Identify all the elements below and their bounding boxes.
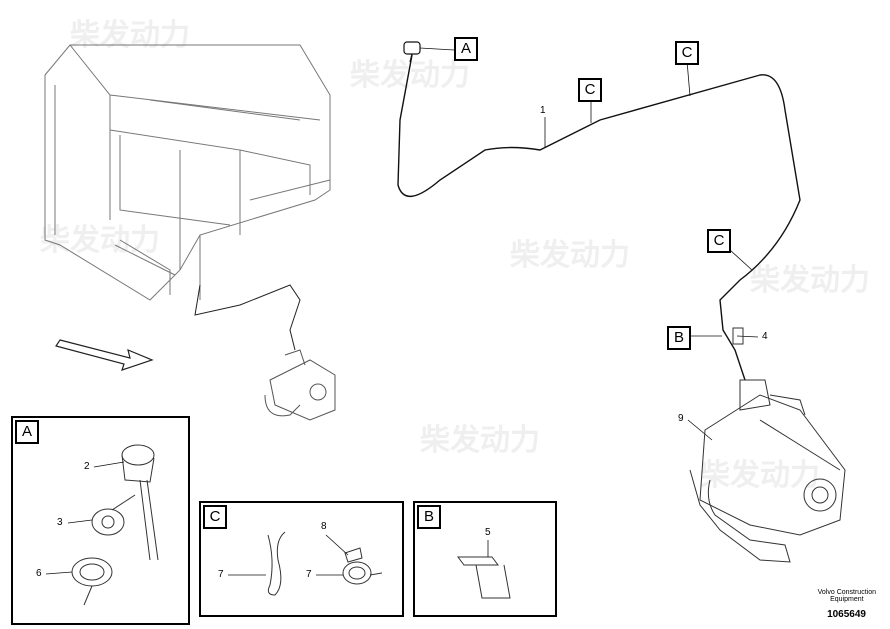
callout-b: B (667, 326, 691, 350)
part-number-3: 3 (57, 517, 63, 528)
part-number-5: 5 (485, 527, 491, 538)
detail-c-parts (267, 531, 383, 596)
svg-text:柴发动力: 柴发动力 (510, 239, 630, 272)
svg-text:柴发动力: 柴发动力 (70, 19, 190, 52)
cable-1 (397, 54, 801, 381)
part-number-1: 1 (540, 105, 546, 116)
detail-a-parts (71, 444, 159, 606)
company-line: Volvo Construction (817, 589, 876, 596)
part-number-6: 6 (36, 568, 42, 579)
leader-lines (419, 47, 759, 441)
svg-text:柴发动力: 柴发动力 (700, 459, 820, 492)
company-name: Volvo Construction Equipment (818, 589, 876, 603)
detail-panel-c: C (199, 501, 404, 617)
direction-arrow-icon (55, 339, 154, 371)
department-line: Equipment (830, 596, 864, 603)
detail-panel-a-label: A (15, 420, 39, 444)
watermark-logo: 柴发动力 柴发动力 柴发动力 柴发动力 柴发动力 柴发动力 柴发动力 (40, 19, 870, 492)
callout-c-3: C (707, 229, 731, 253)
callout-c-1: C (578, 78, 602, 102)
detail-panel-c-label: C (203, 505, 227, 529)
part-number-7-left: 7 (218, 569, 224, 580)
svg-text:柴发动力: 柴发动力 (40, 224, 160, 257)
detail-panel-b: B (413, 501, 557, 617)
part-number-7-right: 7 (306, 569, 312, 580)
part-number-4: 4 (762, 331, 768, 342)
part-number-2: 2 (84, 461, 90, 472)
callout-c-2: C (675, 41, 699, 65)
callout-a: A (454, 37, 478, 61)
detail-c-leaders (228, 534, 349, 576)
cab-illustration (44, 44, 331, 301)
hydraulic-pump-illustration (689, 327, 846, 563)
detail-a-leaders (45, 461, 125, 575)
part-number-8: 8 (321, 521, 327, 532)
detail-panel-b-label: B (417, 505, 441, 529)
cab-harness (194, 284, 301, 351)
detail-panel-a: A (11, 416, 190, 625)
detail-b-part (457, 556, 511, 599)
drawing-number: 1065649 (827, 609, 866, 620)
part-number-9: 9 (678, 413, 684, 424)
svg-text:柴发动力: 柴发动力 (420, 424, 540, 457)
small-pump-illustration (264, 349, 336, 421)
svg-text:柴发动力: 柴发动力 (750, 264, 870, 297)
